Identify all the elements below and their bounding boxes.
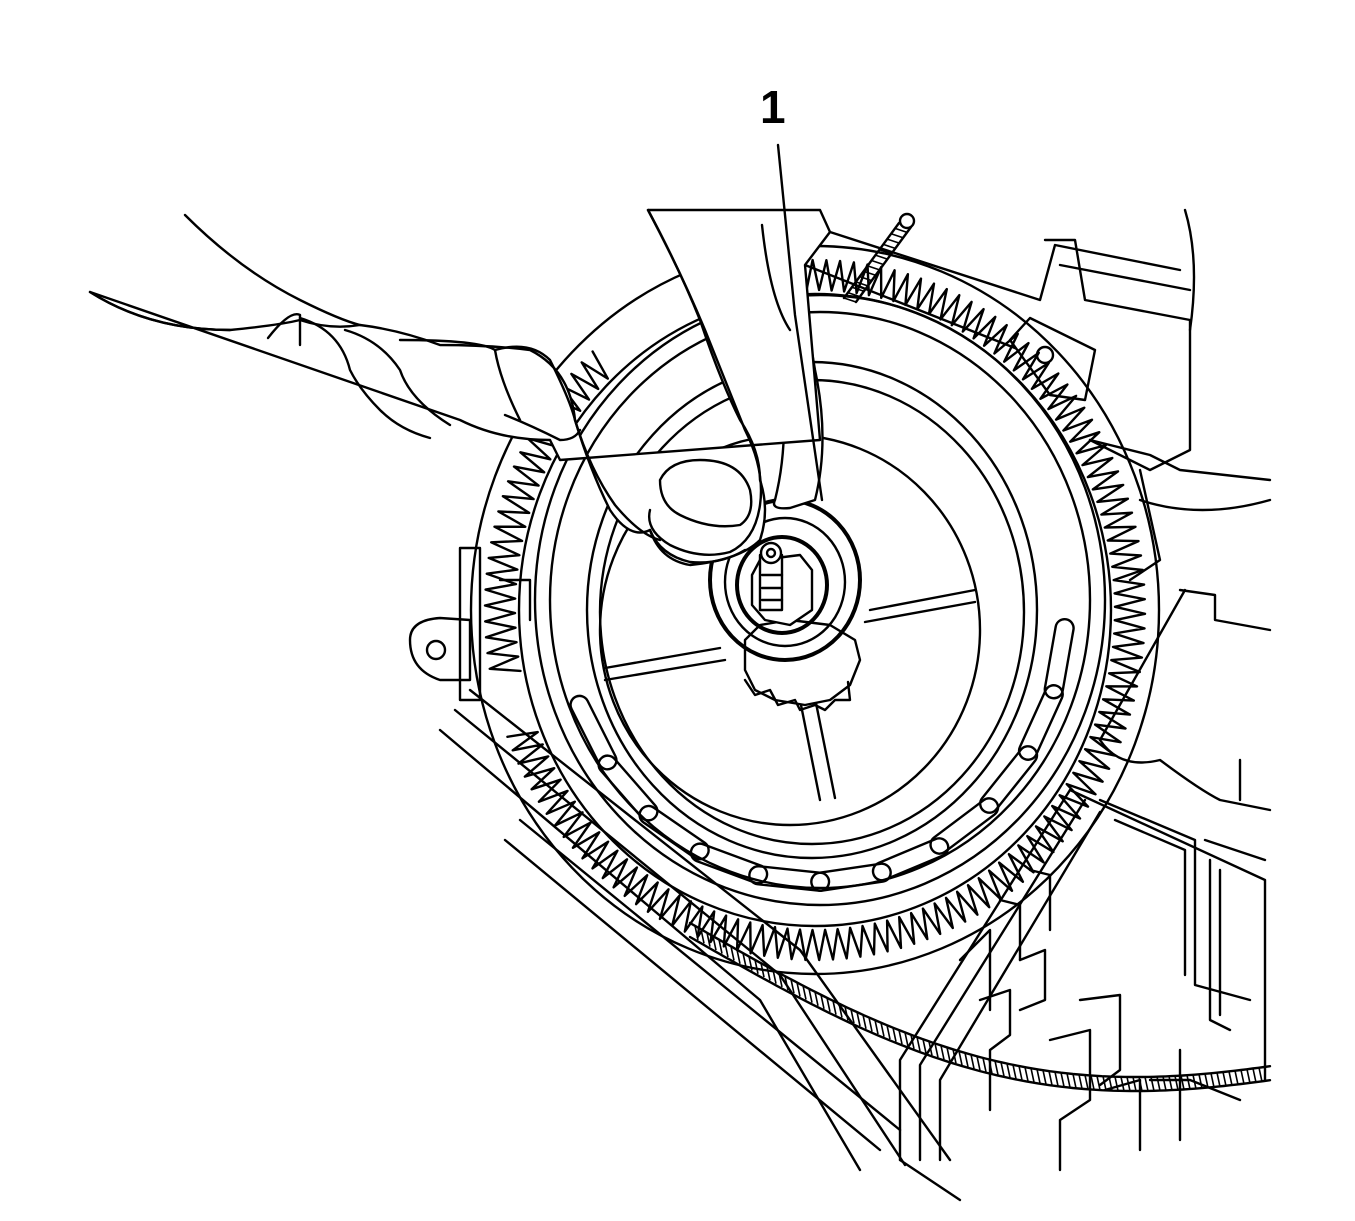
ring-slot-pattern — [569, 617, 1075, 892]
callout-1-leader — [776, 143, 824, 502]
pointing-hand-icon — [88, 208, 832, 567]
striped-cable-icon — [688, 921, 1272, 1093]
callout-label-1: 1 — [760, 81, 786, 133]
blower-wheel-rings — [533, 293, 1107, 907]
blower-housing-icon — [408, 208, 1272, 1202]
striped-rod-icon — [842, 212, 916, 304]
